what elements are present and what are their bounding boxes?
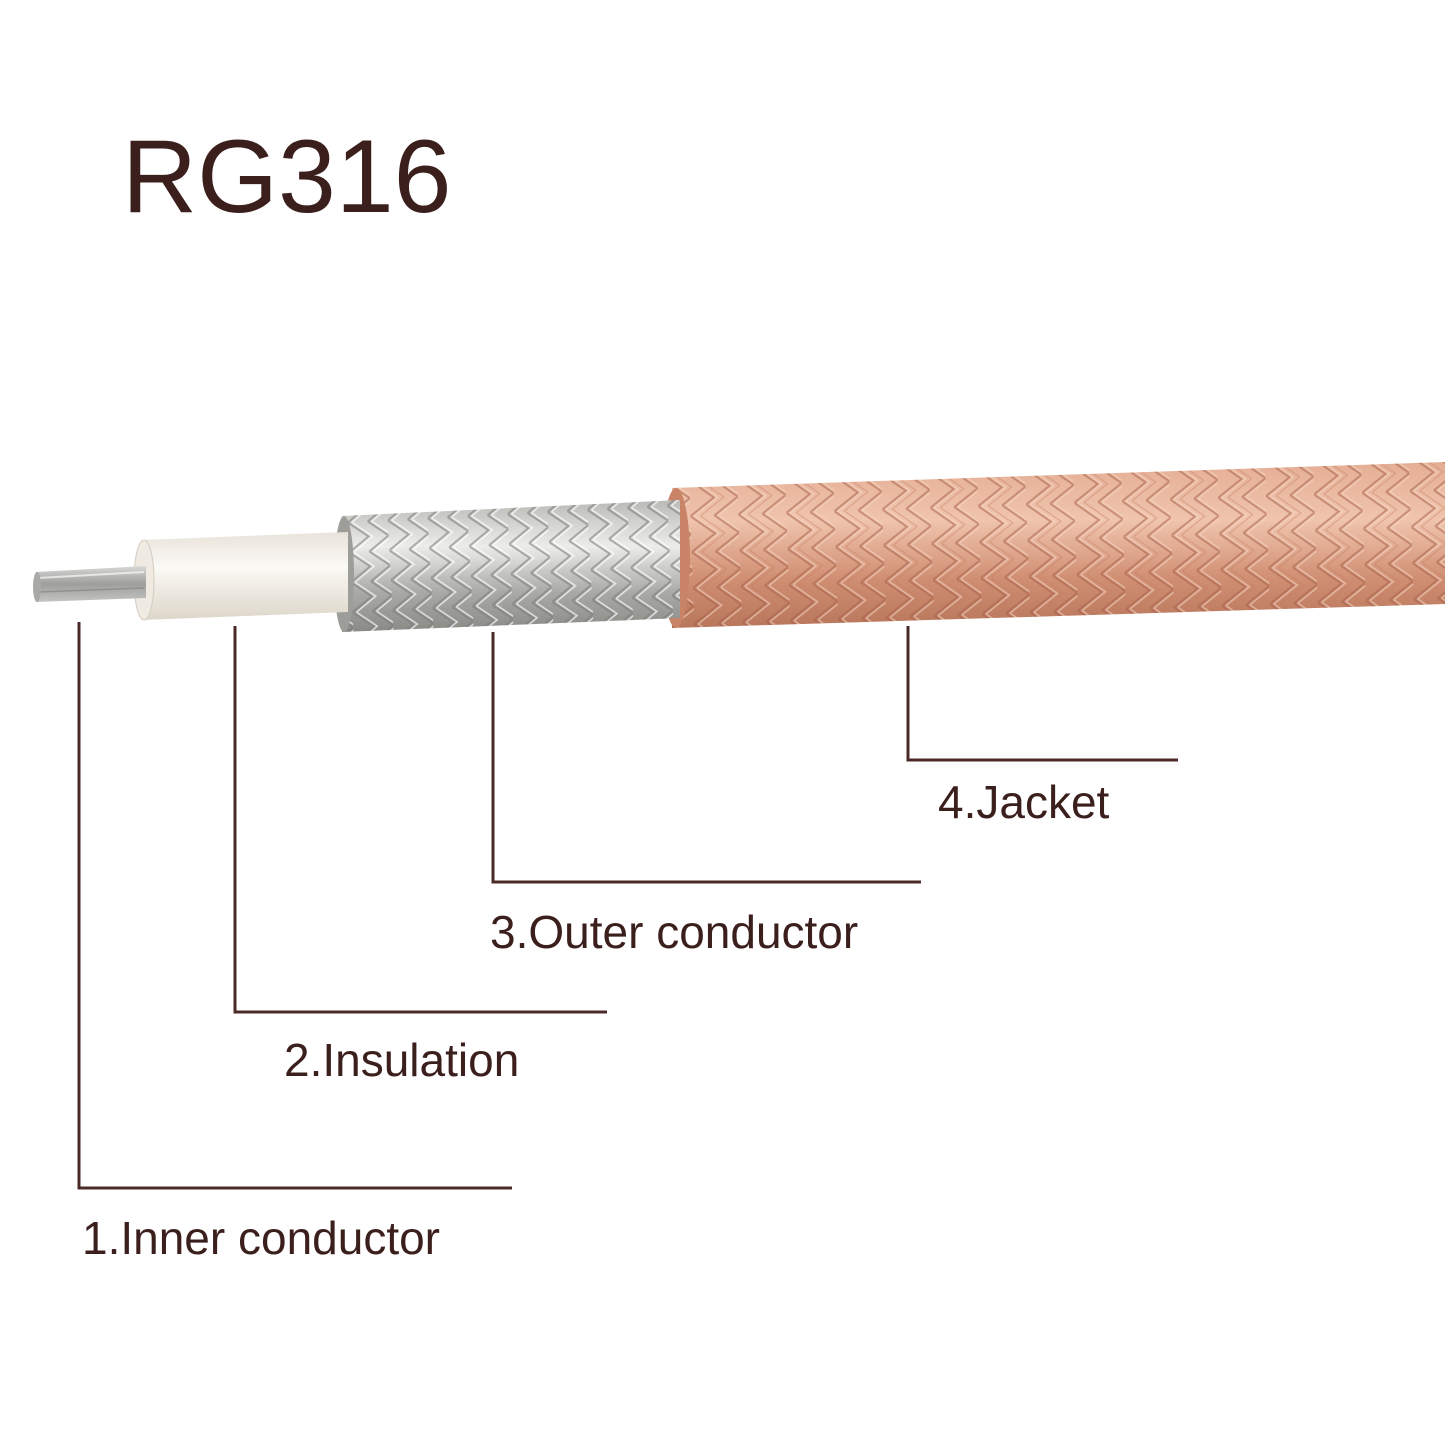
label-jacket: 4.Jacket <box>938 776 1110 828</box>
label-outer-conductor: 3.Outer conductor <box>490 906 858 958</box>
label-insulation: 2.Insulation <box>284 1034 519 1086</box>
inner-conductor-layer <box>33 566 146 602</box>
leader-line-outer <box>491 632 921 884</box>
cable-illustration <box>33 462 1445 632</box>
label-inner-conductor: 1.Inner conductor <box>82 1212 440 1264</box>
insulation-layer <box>133 532 348 621</box>
jacket-layer <box>662 462 1445 628</box>
leader-line-insulation <box>233 626 607 1014</box>
leader-line-jacket <box>906 626 1178 762</box>
leader-line-inner <box>77 622 512 1190</box>
diagram-title: RG316 <box>122 119 452 235</box>
outer-conductor-layer <box>334 500 680 632</box>
